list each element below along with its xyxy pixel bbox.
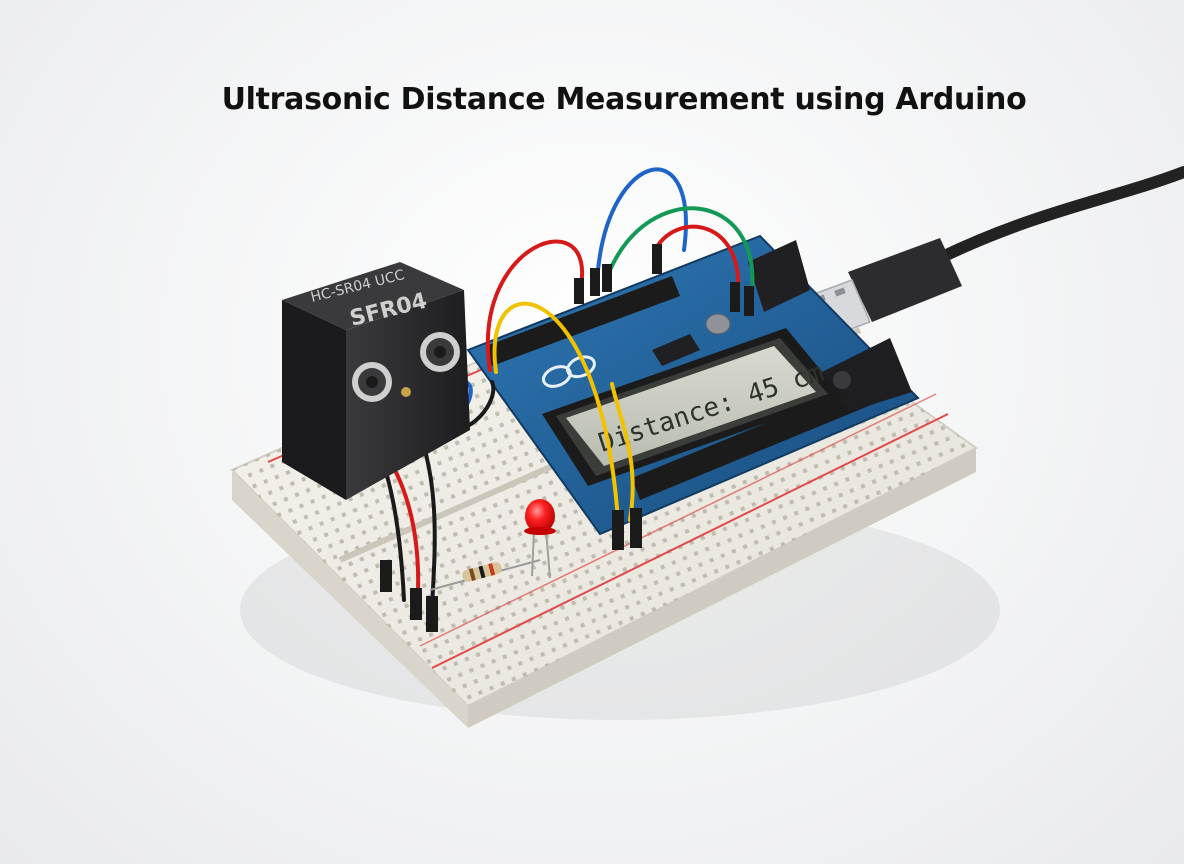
chip — [652, 334, 700, 366]
breadboard-rail-line — [419, 393, 937, 647]
breadboard-rail-red-line — [431, 413, 949, 669]
wire-yellow — [492, 301, 620, 522]
arduino-logo-icon — [541, 355, 596, 388]
wire-green — [608, 206, 755, 292]
sensor-transducer-right — [420, 332, 460, 372]
arduino-header-top — [486, 276, 680, 366]
wire-red-top — [654, 224, 741, 292]
usb-b-port — [748, 240, 810, 312]
wire-red-left — [486, 239, 584, 372]
arduino-header-bottom — [632, 376, 888, 500]
lcd-screen — [566, 346, 816, 466]
usb-plug-icon — [848, 238, 962, 322]
led — [524, 499, 556, 579]
wire-yellow-2 — [610, 382, 635, 522]
capacitor — [705, 313, 731, 335]
page-title: Ultrasonic Distance Measurement using Ar… — [221, 82, 1027, 117]
resistor — [429, 559, 541, 591]
wire-blue — [596, 167, 688, 272]
jumper-wires — [434, 167, 755, 550]
dc-power-jack — [822, 338, 912, 412]
ultrasonic-sensor: HC-SR04 UCC SFR04 — [282, 262, 470, 500]
usb-cable — [796, 166, 1184, 343]
sensor-crystal — [401, 387, 411, 397]
sensor-transducer-left — [352, 362, 392, 402]
